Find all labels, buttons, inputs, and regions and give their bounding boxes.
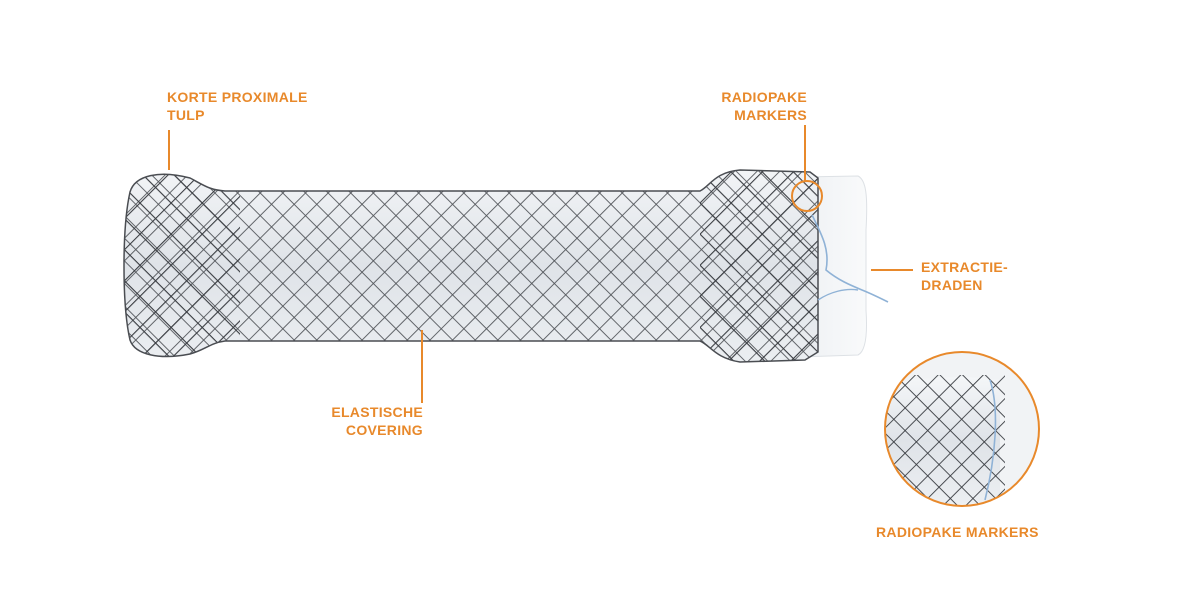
inset-marker-detail xyxy=(885,352,1039,506)
stent-body xyxy=(124,170,818,362)
label-proximal-tulip: KORTE PROXIMALE TULP xyxy=(167,89,308,123)
extraction-thread xyxy=(811,214,889,303)
label-radiopaque-markers: RADIOPAKE MARKERS xyxy=(721,89,807,123)
label-elastic-covering: ELASTISCHE COVERING xyxy=(331,404,423,438)
label-inset-markers: RADIOPAKE MARKERS xyxy=(876,524,1039,540)
label-extraction-threads: EXTRACTIE- DRADEN xyxy=(921,259,1008,293)
